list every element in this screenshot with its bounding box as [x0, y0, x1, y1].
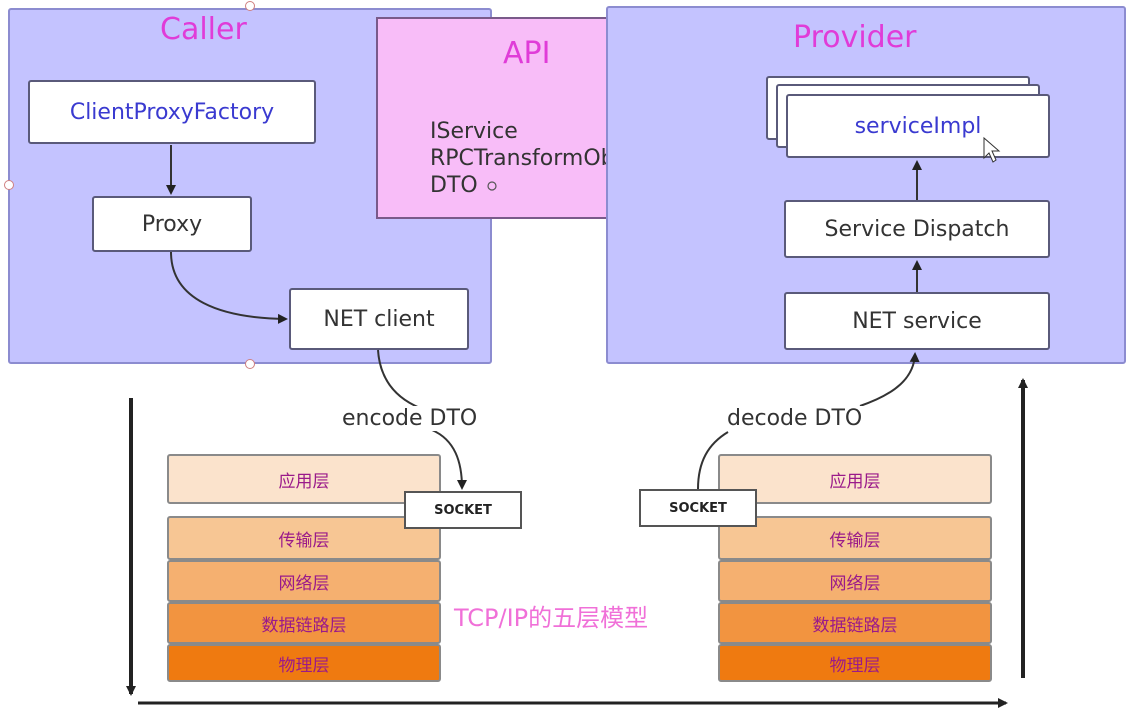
proxy-label: Proxy: [141, 211, 203, 237]
layer-label: 数据链路层: [812, 615, 898, 636]
service-impl-box[interactable]: serviceImpl: [786, 94, 1050, 158]
net-client-box[interactable]: NET client: [289, 288, 469, 350]
client-proxy-factory-label: ClientProxyFactory: [69, 99, 275, 125]
api-item: DTO: [430, 173, 478, 198]
service-impl-label: serviceImpl: [854, 113, 982, 139]
selection-handle[interactable]: [245, 359, 255, 369]
service-dispatch-label: Service Dispatch: [824, 216, 1010, 242]
layer-application-right: 应用层: [718, 454, 992, 504]
net-service-box[interactable]: NET service: [784, 292, 1050, 350]
socket-label: SOCKET: [434, 502, 492, 518]
service-dispatch-box[interactable]: Service Dispatch: [784, 200, 1050, 258]
layer-application-left: 应用层: [167, 454, 441, 504]
caller-title: Caller: [160, 12, 247, 47]
layer-label: 应用层: [829, 471, 881, 492]
layer-datalink-left: 数据链路层: [167, 602, 441, 644]
api-title: API: [503, 36, 551, 71]
layer-network-left: 网络层: [167, 560, 441, 602]
layer-network-right: 网络层: [718, 560, 992, 602]
socket-right[interactable]: SOCKET: [639, 489, 757, 527]
layer-label: 传输层: [829, 530, 881, 551]
layer-physical-left: 物理层: [167, 644, 441, 682]
layer-label: 应用层: [278, 471, 330, 492]
net-client-label: NET client: [323, 306, 435, 332]
proxy-box[interactable]: Proxy: [92, 196, 252, 252]
selection-handle[interactable]: [4, 180, 14, 190]
layer-transport-left: 传输层: [167, 516, 441, 560]
layer-label: 网络层: [829, 573, 881, 594]
net-service-label: NET service: [852, 308, 982, 334]
api-item: IService: [430, 119, 518, 144]
provider-title: Provider: [793, 20, 917, 55]
api-item: RPCTransformObj: [430, 146, 621, 171]
layer-transport-right: 传输层: [718, 516, 992, 560]
layer-label: 传输层: [278, 530, 330, 551]
socket-left[interactable]: SOCKET: [404, 491, 522, 529]
layer-label: 物理层: [829, 655, 881, 676]
layer-label: 网络层: [278, 573, 330, 594]
tcp-ip-model-label: TCP/IP的五层模型: [454, 604, 649, 632]
selection-handle[interactable]: [245, 1, 255, 11]
socket-label: SOCKET: [669, 500, 727, 516]
client-proxy-factory-box[interactable]: ClientProxyFactory: [28, 80, 316, 144]
layer-label: 物理层: [278, 655, 330, 676]
api-items: IService RPCTransformObj DTO: [430, 118, 621, 199]
layer-datalink-right: 数据链路层: [718, 602, 992, 644]
decode-dto-label: decode DTO: [725, 406, 865, 431]
encode-dto-label: encode DTO: [340, 406, 480, 431]
layer-label: 数据链路层: [261, 615, 347, 636]
layer-physical-right: 物理层: [718, 644, 992, 682]
